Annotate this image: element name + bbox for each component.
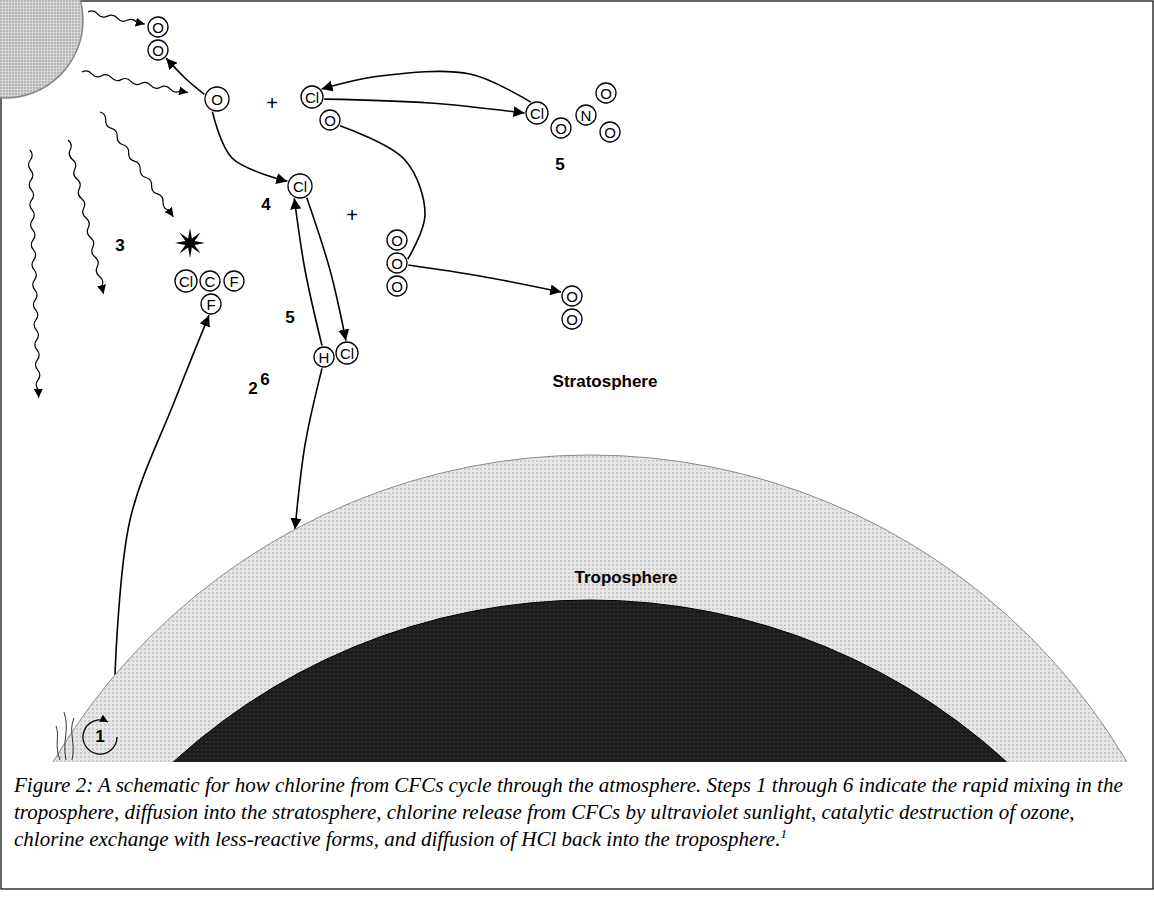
uv-ray	[88, 10, 146, 26]
atom-symbol: H	[319, 349, 330, 366]
atom-symbol: O	[566, 311, 578, 328]
callout-number: 2	[248, 379, 257, 399]
atom-circle: C	[199, 270, 221, 292]
caption-text: Figure 2: A schematic for how chlorine f…	[14, 773, 1123, 851]
atom-symbol: O	[600, 85, 612, 102]
atom-symbol: Cl	[530, 105, 544, 122]
atom-circle: O	[595, 82, 617, 104]
atom-symbol: Cl	[293, 178, 307, 195]
atom-circle: O	[386, 229, 408, 251]
sun	[0, 0, 83, 98]
footnote-mark: 1	[780, 826, 787, 841]
atom-symbol: O	[391, 255, 403, 272]
atom-circle: Cl	[300, 85, 324, 109]
reaction-arrow	[294, 198, 322, 345]
atom-circle: O	[319, 109, 341, 131]
callout-number: 5	[285, 308, 294, 328]
atom-circle: O	[386, 275, 408, 297]
earth-surface	[0, 600, 1154, 762]
atom-symbol: O	[566, 288, 578, 305]
atom-symbol: O	[555, 120, 567, 137]
uv-ray	[98, 111, 175, 218]
callout-number: 3	[115, 236, 124, 256]
atom-circle: O	[386, 252, 408, 274]
atom-circle: O	[599, 121, 621, 143]
atom-circle: O	[147, 16, 169, 38]
reaction-arrow	[295, 368, 322, 529]
atom-symbol: Cl	[179, 273, 193, 290]
photolysis-burst	[175, 228, 205, 258]
atom-circle: H	[313, 346, 335, 368]
uv-ray	[28, 150, 41, 398]
atom-circle: O	[147, 39, 169, 61]
uv-ray	[82, 70, 189, 95]
mixing-swirl	[83, 720, 117, 754]
atom-circle: O	[561, 285, 583, 307]
caption-block: Figure 2: A schematic for how chlorine f…	[14, 772, 1138, 853]
atom-symbol: O	[604, 124, 616, 141]
plus-sign: +	[266, 92, 278, 115]
atom-circle: N	[575, 104, 597, 126]
layer-label: Troposphere	[575, 568, 678, 588]
atom-symbol: Cl	[305, 89, 319, 106]
atom-circle: Cl	[174, 269, 198, 293]
atom-circle: O	[550, 117, 572, 139]
callout-number: 4	[261, 195, 270, 215]
reaction-arrow	[408, 265, 561, 292]
reaction-arrow	[166, 58, 204, 94]
atom-circle: O	[561, 308, 583, 330]
atom-symbol: F	[206, 296, 215, 313]
reaction-arrow	[307, 198, 346, 341]
callout-number: 5	[555, 155, 564, 175]
atom-symbol: O	[152, 19, 164, 36]
atom-circle: F	[223, 270, 245, 292]
uv-ray	[66, 140, 105, 295]
callout-number: 6	[260, 370, 269, 390]
uv-rays	[28, 10, 188, 398]
callout-number: 1	[95, 727, 104, 747]
atom-symbol: O	[391, 278, 403, 295]
atom-symbol: O	[324, 112, 336, 129]
atom-circle: Cl	[287, 173, 313, 199]
atom-symbol: N	[581, 107, 592, 124]
atom-symbol: O	[152, 42, 164, 59]
reaction-arrow	[324, 99, 524, 113]
reaction-arrow	[322, 71, 531, 102]
atom-symbol: C	[205, 273, 216, 290]
band-shape	[0, 440, 1154, 762]
atom-circle: Cl	[525, 101, 549, 125]
atom-symbol: F	[229, 273, 238, 290]
layer-label: Stratosphere	[553, 372, 658, 392]
atom-symbol: O	[211, 91, 223, 108]
reaction-arrow	[212, 112, 287, 182]
reaction-arrow	[340, 126, 425, 259]
atom-symbol: Cl	[340, 345, 354, 362]
atom-circle: Cl	[335, 341, 359, 365]
plus-sign: +	[346, 204, 358, 227]
atom-symbol: O	[391, 232, 403, 249]
atom-circle: F	[200, 293, 222, 315]
troposphere-band: Troposphere	[0, 440, 1154, 762]
atom-circle: O	[204, 86, 230, 112]
vegetation	[56, 712, 74, 760]
